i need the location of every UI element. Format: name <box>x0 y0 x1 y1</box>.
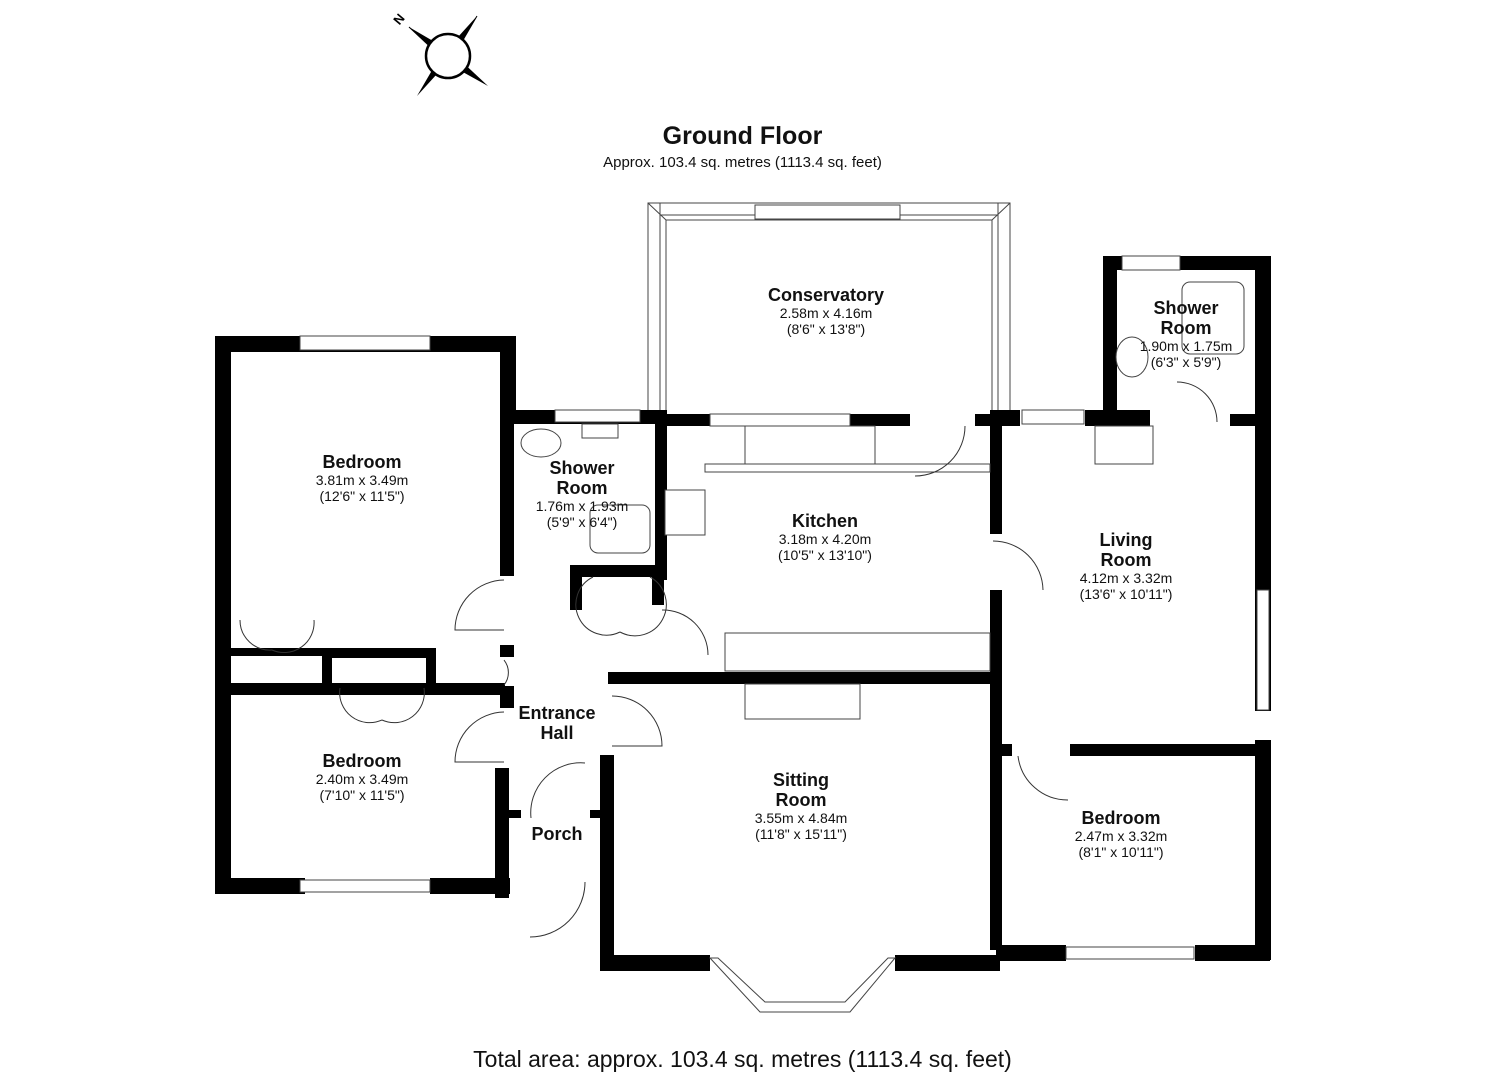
room-bedroom-1: Bedroom 3.81m x 3.49m (12'6" x 11'5") <box>316 452 409 504</box>
room-shower-room-east: Shower Room 1.90m x 1.75m (6'3" x 5'9") <box>1140 298 1233 370</box>
compass-north-arrow-icon: N <box>390 11 488 96</box>
room-entrance-hall: Entrance Hall <box>518 703 595 743</box>
room-imperial: (8'1" x 10'11") <box>1078 844 1164 860</box>
room-sitting-room: Sitting Room 3.55m x 4.84m (11'8" x 15'1… <box>755 770 848 842</box>
floor-area-subtitle: Approx. 103.4 sq. metres (1113.4 sq. fee… <box>603 154 882 171</box>
room-metric: 1.90m x 1.75m <box>1139 338 1233 354</box>
room-metric: 2.58m x 4.16m <box>779 305 873 321</box>
room-name: Conservatory <box>767 285 885 305</box>
room-bedroom-3: Bedroom 2.47m x 3.32m (8'1" x 10'11") <box>1075 808 1168 860</box>
room-name: Shower Room <box>549 458 615 498</box>
room-metric: 4.12m x 3.32m <box>1079 570 1173 586</box>
windows <box>299 255 1270 1013</box>
room-name: Bedroom <box>322 452 402 472</box>
room-porch: Porch <box>531 824 582 844</box>
room-metric: 3.81m x 3.49m <box>315 472 409 488</box>
room-metric: 1.76m x 1.93m <box>535 498 629 514</box>
room-shower-room-west: Shower Room 1.76m x 1.93m (5'9" x 6'4") <box>536 458 629 530</box>
room-kitchen: Kitchen 3.18m x 4.20m (10'5" x 13'10") <box>778 511 872 563</box>
total-area-footer: Total area: approx. 103.4 sq. metres (11… <box>473 1046 1012 1072</box>
room-name: Entrance Hall <box>518 703 596 743</box>
room-imperial: (5'9" x 6'4") <box>546 514 618 530</box>
room-imperial: (13'6" x 10'11") <box>1079 586 1173 602</box>
room-imperial: (12'6" x 11'5") <box>319 488 405 504</box>
room-name: Porch <box>531 824 583 844</box>
room-imperial: (8'6" x 13'8") <box>786 321 866 337</box>
room-conservatory: Conservatory 2.58m x 4.16m (8'6" x 13'8"… <box>768 285 884 337</box>
room-imperial: (7'10" x 11'5") <box>319 787 405 803</box>
room-name: Kitchen <box>791 511 858 531</box>
room-imperial: (6'3" x 5'9") <box>1150 354 1222 370</box>
room-imperial: (10'5" x 13'10") <box>778 547 872 563</box>
room-name: Bedroom <box>322 751 402 771</box>
room-metric: 3.18m x 4.20m <box>778 531 872 547</box>
walls <box>215 256 1271 971</box>
fixtures <box>239 281 1245 938</box>
room-metric: 3.55m x 4.84m <box>754 810 848 826</box>
room-bedroom-2: Bedroom 2.40m x 3.49m (7'10" x 11'5") <box>316 751 409 803</box>
room-name: Sitting Room <box>772 770 829 810</box>
room-metric: 2.47m x 3.32m <box>1074 828 1168 844</box>
room-name: Shower Room <box>1153 298 1219 338</box>
room-living-room: Living Room 4.12m x 3.32m (13'6" x 10'11… <box>1080 530 1173 602</box>
north-label: N <box>390 11 408 28</box>
room-name: Living Room <box>1099 530 1153 570</box>
conservatory-frame <box>647 202 1011 424</box>
room-metric: 2.40m x 3.49m <box>315 771 409 787</box>
room-name: Bedroom <box>1081 808 1161 828</box>
room-imperial: (11'8" x 15'11") <box>755 826 847 842</box>
page-title: Ground Floor <box>662 122 823 150</box>
